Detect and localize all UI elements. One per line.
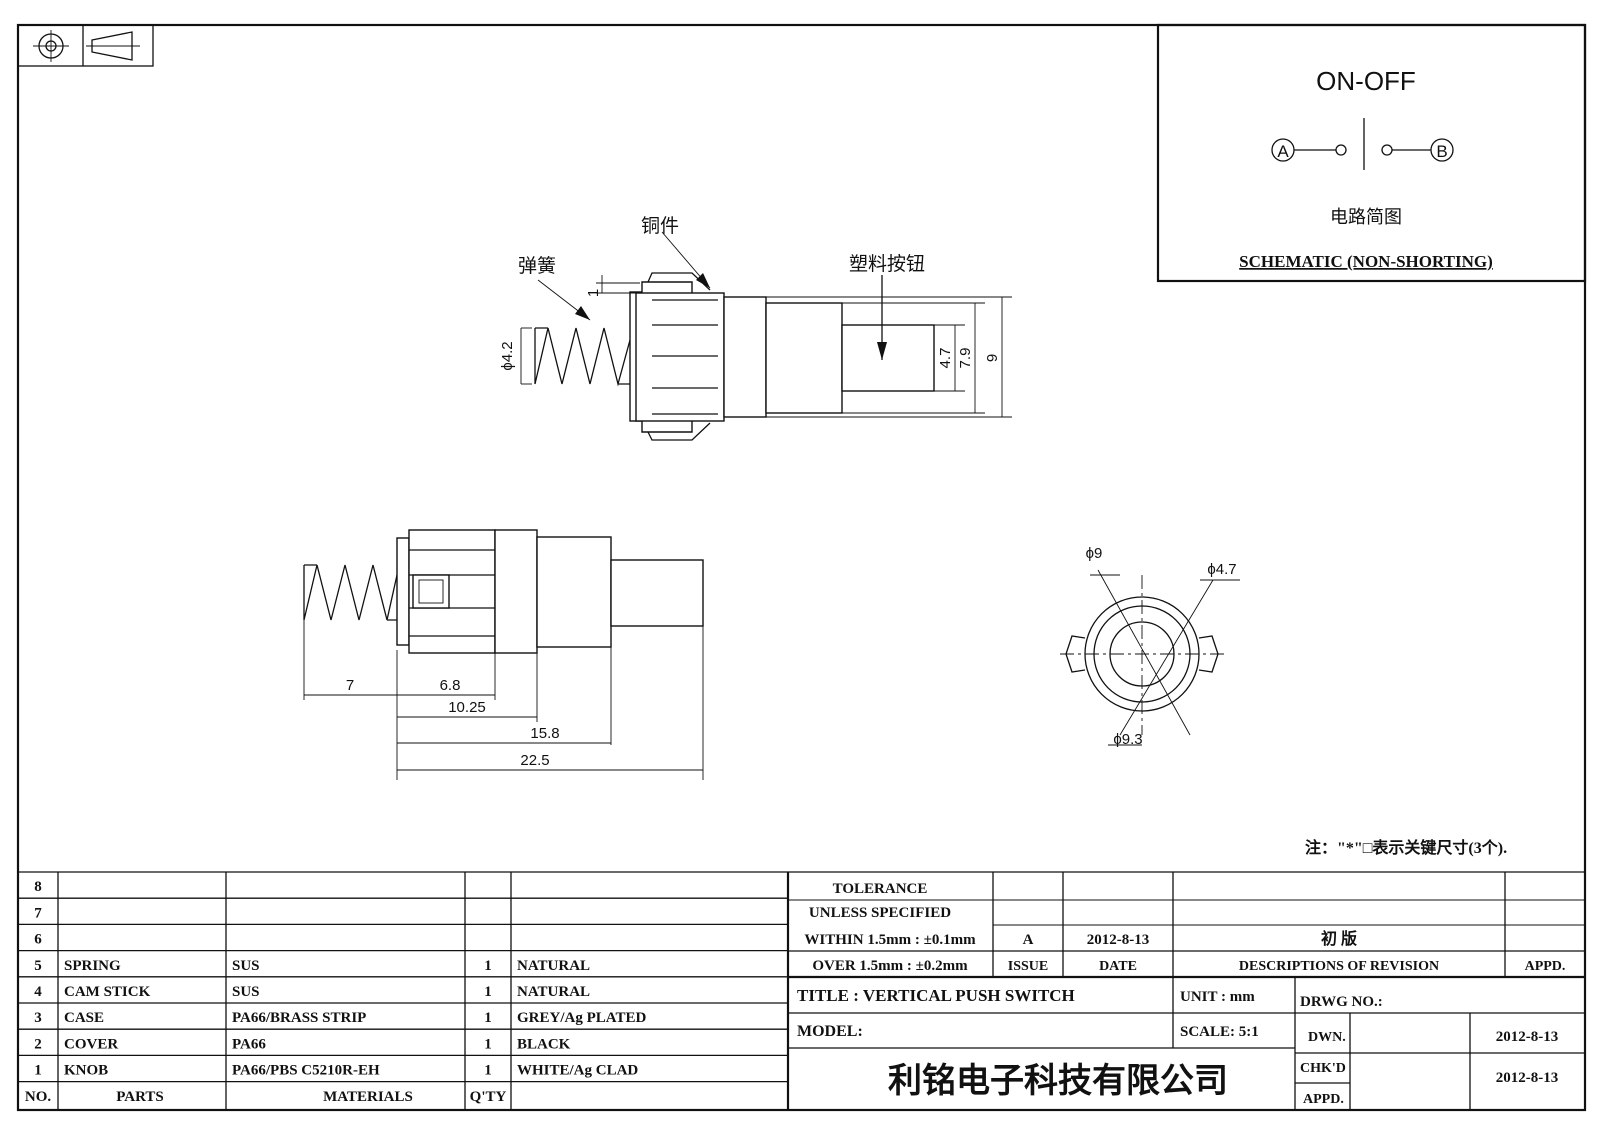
label-spring: 弹簧 [518,255,556,277]
title-block: TOLERANCE UNLESS SPECIFIED WITHIN 1.5mm … [788,871,1585,1110]
parts-header-qty: Q'TY [470,1089,507,1105]
dim-a: 7 [346,677,354,694]
parts-cell-qty: 1 [484,1010,492,1026]
revision-date: 2012-8-13 [1087,932,1150,948]
schematic-caption-cn: 电路简图 [1330,207,1402,227]
dim-lip: 1 [585,289,602,297]
dim-c: 10.25 [448,699,486,716]
dim-d: 15.8 [530,725,559,742]
schematic-box: ON-OFF A B 电路简图 SCHEMATIC (NON-SHORTING) [1156,23,1587,283]
parts-cell-material: SUS [232,984,260,1000]
parts-cell-part: KNOB [64,1063,108,1079]
end-view: ϕ9 ϕ4.7 ϕ9.3 [1060,545,1240,748]
parts-header-no: NO. [25,1089,52,1105]
parts-cell-finish: WHITE/Ag CLAD [517,1063,638,1079]
dim-e: 22.5 [520,752,549,769]
parts-cell-material: PA66/PBS C5210R-EH [232,1063,380,1079]
dim-b: 6.8 [440,677,461,694]
parts-cell-material: PA66 [232,1036,266,1052]
dim-outer: ϕ9 [1086,545,1103,562]
parts-cell-part: CAM STICK [64,984,151,1000]
revision-header-issue: ISSUE [1008,959,1048,974]
dim-d2: 7.9 [957,348,974,369]
tolerance-line-2: UNLESS SPECIFIED [809,905,951,921]
drawing-frame [16,23,1587,1112]
parts-cell-part: SPRING [64,958,121,974]
dim-flange: ϕ9.3 [1113,731,1142,748]
drawing-note: 注："*"□表示关键尺寸(3个). [1305,838,1507,857]
terminal-b-icon [1430,138,1454,162]
company-name: 利铭电子科技有限公司 [888,1062,1228,1100]
chkd-date: 2012-8-13 [1496,1070,1559,1086]
terminal-b-label: B [1436,142,1447,161]
parts-cell-no: 3 [34,1010,42,1026]
scale-label: SCALE: 5:1 [1180,1024,1259,1040]
parts-cell-qty: 1 [484,958,492,974]
parts-cell-part: CASE [64,1010,104,1026]
parts-cell-qty: 1 [484,1036,492,1052]
parts-cell-material: SUS [232,958,260,974]
terminal-a-label: A [1277,142,1289,161]
parts-cell-no: 6 [34,932,42,948]
label-copper-part: 铜件 [641,215,679,237]
chkd-label: CHK'D [1300,1061,1346,1076]
parts-cell-finish: GREY/Ag PLATED [517,1010,646,1026]
parts-header-material: MATERIALS [323,1089,413,1105]
parts-cell-finish: NATURAL [517,958,590,974]
dim-d3: 9 [984,354,1001,362]
parts-cell-no: 1 [34,1063,42,1079]
parts-cell-material: PA66/BRASS STRIP [232,1010,366,1026]
dim-inner: ϕ4.7 [1207,561,1236,578]
unit-label: UNIT : mm [1180,989,1255,1005]
parts-header-part: PARTS [116,1089,164,1105]
revision-issue: A [1023,932,1034,948]
parts-cell-no: 7 [34,905,42,921]
tolerance-line-3: WITHIN 1.5mm : ±0.1mm [804,932,976,948]
dwn-label: DWN. [1308,1030,1346,1045]
parts-cell-finish: BLACK [517,1036,571,1052]
parts-cell-no: 4 [34,984,42,1000]
revision-header-desc: DESCRIPTIONS OF REVISION [1239,959,1439,974]
schematic-mode: ON-OFF [1316,66,1416,96]
schematic-caption-en: SCHEMATIC (NON-SHORTING) [1239,252,1493,271]
parts-cell-no: 2 [34,1036,42,1052]
parts-cell-no: 5 [34,958,42,974]
drwg-no-label: DRWG NO.: [1300,994,1383,1010]
dim-d1: 4.7 [937,348,954,369]
parts-cell-finish: NATURAL [517,984,590,1000]
drawing-title: TITLE : VERTICAL PUSH SWITCH [797,986,1075,1005]
tolerance-line-1: TOLERANCE [833,881,928,897]
dwn-date: 2012-8-13 [1496,1029,1559,1045]
projection-symbol [17,24,154,67]
parts-cell-qty: 1 [484,984,492,1000]
revision-header-date: DATE [1099,959,1137,974]
top-view: 1 ϕ4.2 4.7 7.9 9 [499,231,1012,441]
dim-spring-dia: ϕ4.2 [499,341,516,370]
parts-cell-part: COVER [64,1036,118,1052]
revision-desc: 初 版 [1321,929,1357,948]
side-view: 7 6.8 10.25 15.8 22.5 [303,529,704,780]
model-label: MODEL: [797,1023,863,1040]
appd-label: APPD. [1303,1092,1344,1107]
parts-cell-no: 8 [34,879,42,895]
parts-cell-qty: 1 [484,1063,492,1079]
label-plastic-button: 塑料按钮 [849,253,925,275]
tolerance-line-4: OVER 1.5mm : ±0.2mm [812,958,968,974]
revision-header-appd: APPD. [1525,959,1566,974]
